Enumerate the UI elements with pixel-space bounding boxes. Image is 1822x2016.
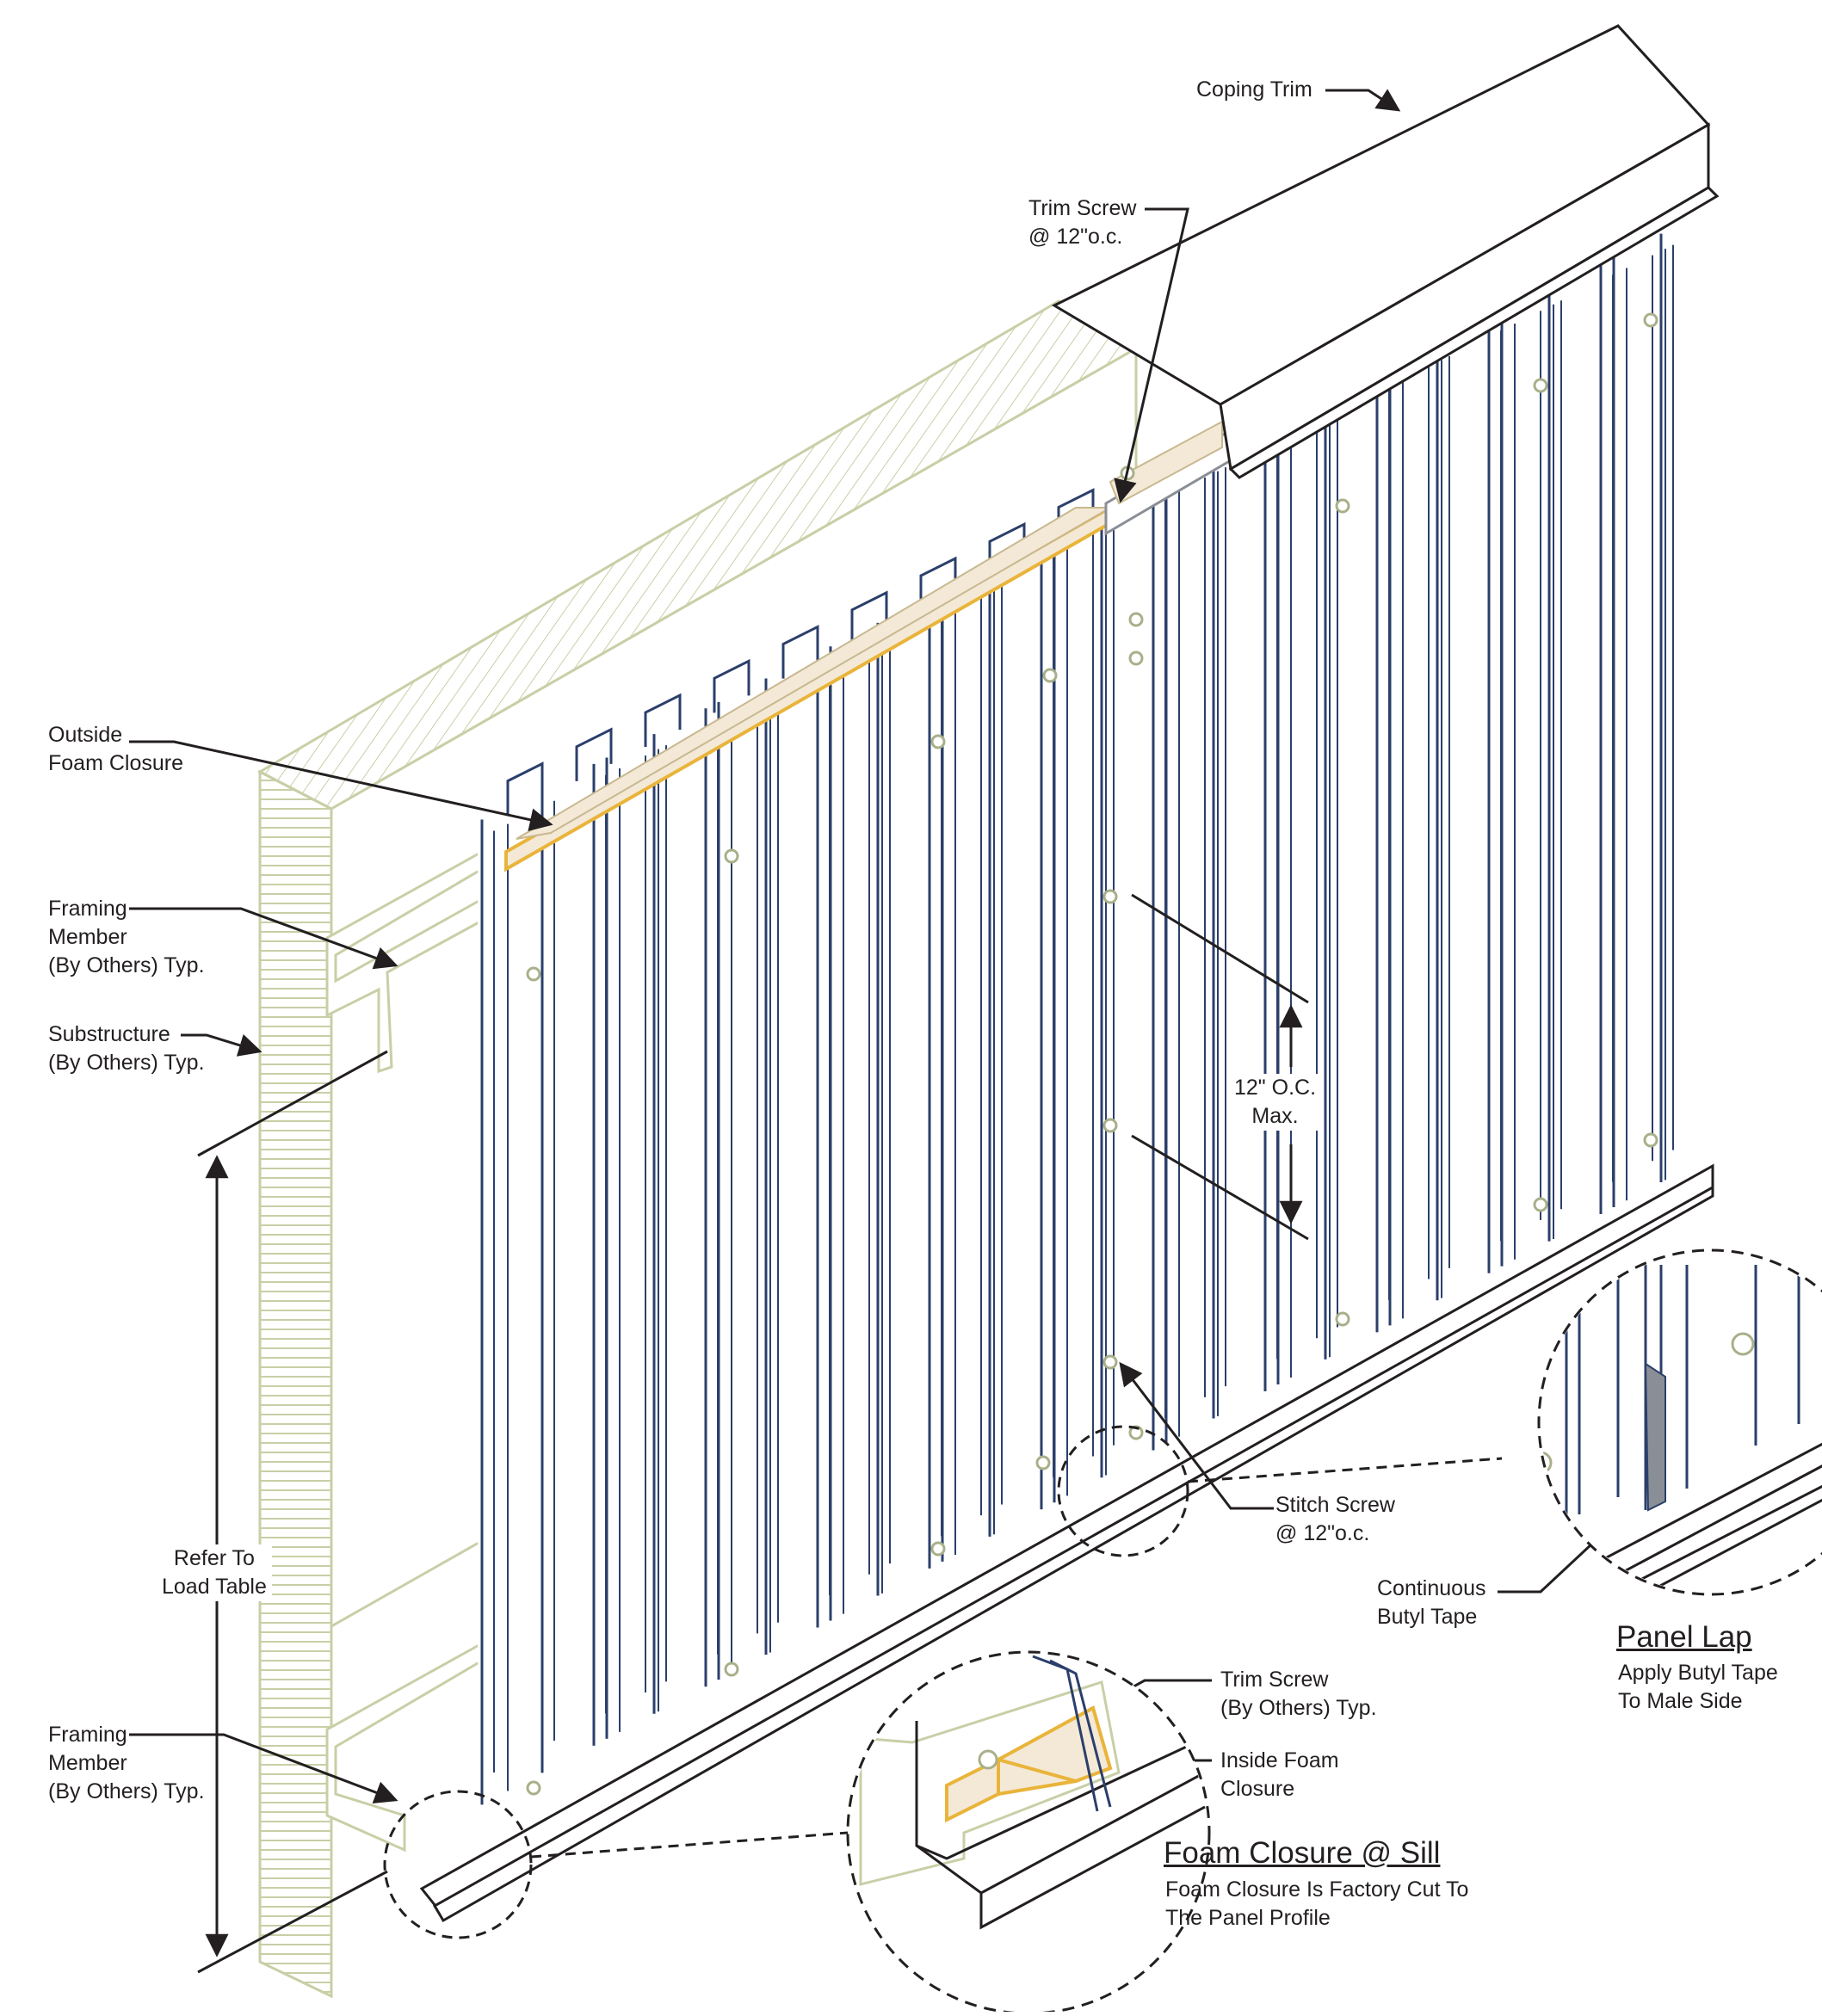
leader-framing-top: [129, 907, 398, 970]
screw-mark: [1128, 612, 1144, 627]
foam-closure-sill-title: Foam Closure @ Sill: [1164, 1836, 1441, 1870]
label-continuous-butyl-tape: Continuous Butyl Tape: [1377, 1576, 1486, 1629]
leader-coping-trim: [1325, 89, 1401, 112]
label-trim-screw-top: Trim Screw @ 12"o.c.: [1028, 196, 1137, 249]
label-stitch-screw: Stitch Screw @ 12"o.c.: [1275, 1493, 1395, 1545]
framing-member-bottom: [325, 1641, 484, 1853]
detail-callout-lap: [1057, 1425, 1189, 1557]
leader-substructure: [181, 1033, 262, 1057]
foam-closure-sill-detail: [846, 1650, 1211, 2015]
leader-outside-foam: [129, 740, 553, 831]
screw-mark: [526, 1780, 541, 1796]
panel-ribs: [480, 233, 1674, 1805]
label-outside-foam-closure: Outside Foam Closure: [48, 723, 183, 775]
spacing-ext-lower: [1131, 1134, 1309, 1241]
panel-lap-title: Panel Lap: [1616, 1620, 1752, 1654]
label-trim-screw-detail: Trim Screw (By Others) Typ.: [1220, 1668, 1377, 1720]
screw-mark: [1335, 1311, 1350, 1327]
leader-trim-screw-top: [1114, 207, 1189, 503]
detail-link-sill: [530, 1831, 849, 1859]
substructure-wall-side: [258, 769, 333, 1999]
leader-stitch-screw: [1119, 1361, 1274, 1510]
label-coping-trim: Coping Trim: [1196, 77, 1312, 102]
screw-mark: [1035, 1455, 1051, 1470]
spacing-ext-upper: [1131, 893, 1309, 1004]
screw-mark: [1102, 1354, 1118, 1370]
panel-lap-note: Apply Butyl Tape To Male Side: [1618, 1661, 1778, 1713]
screw-mark: [1102, 1118, 1118, 1133]
load-table-ext-top: [197, 1050, 388, 1157]
screw-mark: [1128, 650, 1144, 666]
screw-mark: [1533, 378, 1548, 393]
screw-mark: [930, 1541, 946, 1557]
screw-mark: [724, 1662, 739, 1677]
leader-framing-bottom: [129, 1733, 398, 1803]
screws: [526, 312, 1658, 1796]
screw-mark: [1042, 668, 1058, 683]
label-inside-foam-closure: Inside Foam Closure: [1220, 1748, 1339, 1801]
label-substructure: Substructure (By Others) Typ.: [48, 1022, 205, 1075]
screw-mark: [724, 848, 739, 864]
coping-trim-drip: [1228, 186, 1720, 479]
label-framing-member-bottom: Framing Member (By Others) Typ.: [48, 1723, 205, 1803]
label-refer-load-table: Refer To Load Table: [157, 1544, 272, 1601]
screw-mark: [1335, 498, 1350, 514]
screw-mark: [1643, 312, 1658, 328]
base-sill-trim-lower: [432, 1185, 1714, 1923]
load-table-ext-bottom: [197, 1870, 388, 1974]
label-framing-member-top: Framing Member (By Others) Typ.: [48, 897, 205, 977]
detail-link-lap: [1187, 1457, 1503, 1483]
label-spacing: 12" O.C. Max.: [1229, 1074, 1322, 1131]
screw-mark: [1643, 1132, 1658, 1148]
detail-callout-sill: [383, 1790, 533, 1939]
panel-lap-detail: [1537, 1248, 1822, 1596]
screw-mark: [1102, 889, 1118, 904]
foam-closure-sill-note: Foam Closure Is Factory Cut To The Panel…: [1165, 1877, 1469, 1930]
screw-mark: [1533, 1197, 1548, 1212]
screw-mark: [930, 734, 946, 749]
screw-mark: [526, 966, 541, 982]
